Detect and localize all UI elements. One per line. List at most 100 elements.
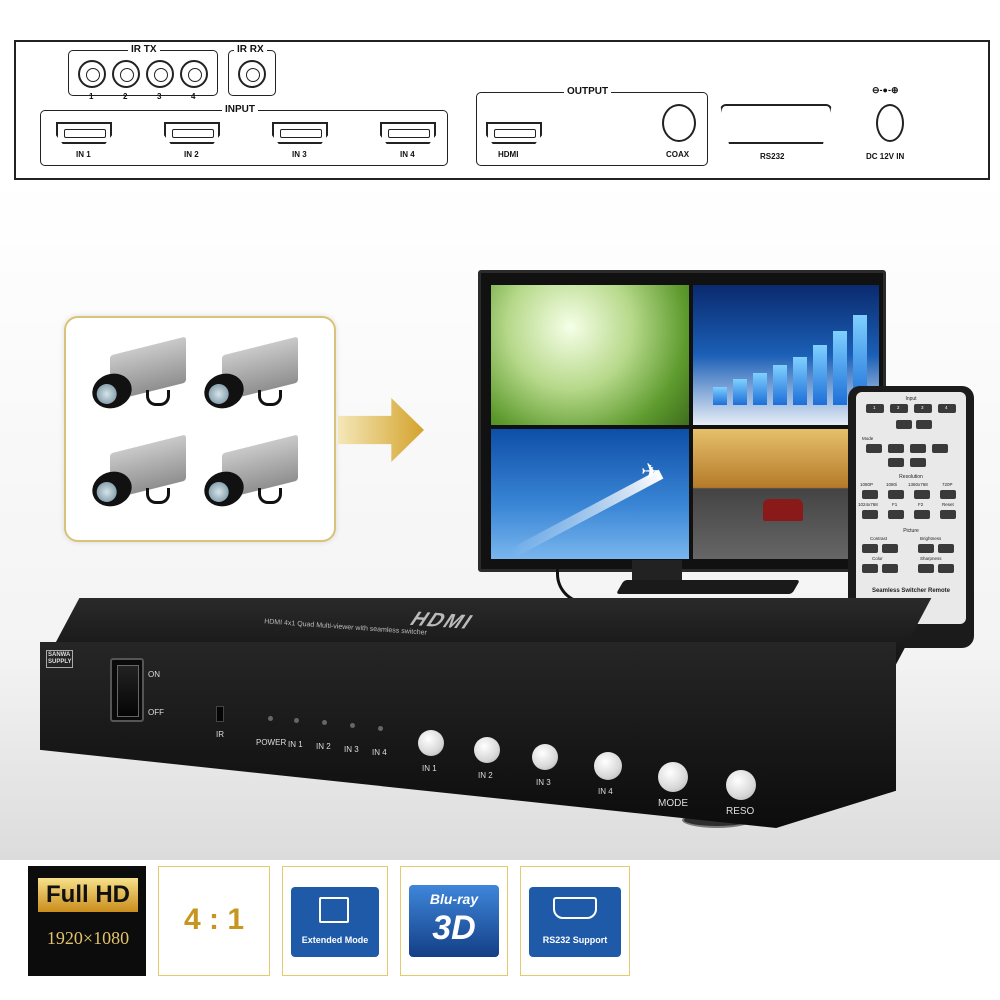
front-in4-label: IN 4 — [598, 787, 613, 796]
remote-next-button[interactable] — [916, 420, 932, 429]
remote-res-720p: 720P — [942, 482, 953, 487]
remote-key-4: 4 — [945, 405, 948, 410]
brand-line-1: SANWA — [48, 652, 71, 658]
ir-rx-title: IR RX — [234, 44, 267, 55]
camera-icon — [199, 434, 300, 512]
led-label-power: POWER — [256, 738, 287, 747]
ir-tx-label-3: 3 — [157, 92, 162, 101]
camera-sources-panel — [64, 316, 336, 542]
remote-contrast-down-button[interactable] — [862, 544, 878, 553]
bluray-3d-label: 3D — [432, 909, 476, 947]
front-in2-button[interactable] — [474, 737, 500, 763]
remote-mode-button-1[interactable] — [866, 444, 882, 453]
camera-icon — [87, 434, 188, 512]
front-in1-label: IN 1 — [422, 764, 437, 773]
input-label-1: IN 1 — [76, 150, 91, 159]
remote-picture-label: Picture — [903, 528, 919, 534]
remote-key-1: 1 — [873, 405, 876, 410]
remote-input-2-button[interactable] — [890, 404, 908, 413]
remote-color-up-button[interactable] — [882, 564, 898, 573]
rs232-port — [720, 104, 832, 144]
remote-key-2: 2 — [897, 405, 900, 410]
chart-image-quadrant — [693, 285, 879, 425]
remote-mode-button-5[interactable] — [888, 458, 904, 467]
remote-res-1360: 1360x768 — [908, 482, 928, 487]
rs232-connector-icon — [553, 897, 597, 919]
remote-res-1080p: 1080P — [860, 482, 874, 487]
remote-key-3: 3 — [921, 405, 924, 410]
remote-res-1080i-button[interactable] — [888, 490, 904, 499]
remote-resolution-label: Resolution — [899, 474, 923, 480]
brand-logo: SANWA SUPPLY — [46, 650, 74, 668]
remote-color-down-button[interactable] — [862, 564, 878, 573]
front-mode-label: MODE — [658, 798, 688, 809]
ir-tx-label-2: 2 — [123, 92, 128, 101]
switch-on-label: ON — [148, 670, 160, 679]
remote-f2-button[interactable] — [914, 510, 930, 519]
remote-prev-button[interactable] — [896, 420, 912, 429]
remote-input-1-button[interactable] — [866, 404, 884, 413]
airplane-icon: ✈ — [641, 459, 660, 484]
front-reso-button[interactable] — [726, 770, 756, 800]
remote-brightness-down-button[interactable] — [918, 544, 934, 553]
remote-res-1024: 1024x768 — [858, 502, 878, 507]
remote-reset-button[interactable] — [940, 510, 956, 519]
fullhd-badge: Full HD 1920×1080 — [28, 866, 146, 976]
remote-brightness-up-button[interactable] — [938, 544, 954, 553]
in2-led — [322, 720, 327, 725]
front-mode-button[interactable] — [658, 762, 688, 792]
remote-res-1080i: 1080i — [886, 482, 898, 487]
remote-mode-button-3[interactable] — [910, 444, 926, 453]
ir-tx-jack-1 — [78, 60, 106, 88]
remote-input-4-button[interactable] — [938, 404, 956, 413]
ir-sensor — [216, 706, 224, 722]
bluray-3d-badge: Blu-ray 3D — [400, 866, 508, 976]
ir-tx-label-1: 1 — [89, 92, 94, 101]
camera-icon — [87, 336, 188, 414]
front-in4-button[interactable] — [594, 752, 622, 780]
remote-res-1024-button[interactable] — [862, 510, 878, 519]
bluray-panel: Blu-ray 3D — [409, 885, 499, 957]
rs232-label: RS232 — [760, 152, 785, 161]
remote-res-1080p-button[interactable] — [862, 490, 878, 499]
remote-color-label: Color — [872, 556, 883, 561]
ir-tx-jack-2 — [112, 60, 140, 88]
ratio-text: 4 : 1 — [183, 903, 245, 936]
remote-sharpness-down-button[interactable] — [918, 564, 934, 573]
car-icon — [763, 499, 803, 521]
output-title: OUTPUT — [564, 86, 612, 97]
front-in3-button[interactable] — [532, 744, 558, 770]
extended-mode-panel: Extended Mode — [291, 887, 379, 957]
remote-f1-button[interactable] — [888, 510, 904, 519]
dc-label: DC 12V IN — [866, 152, 905, 161]
coax-port — [662, 104, 696, 142]
power-rocker-switch[interactable] — [110, 658, 144, 722]
extended-mode-badge: Extended Mode — [282, 866, 388, 976]
led-label-in3: IN 3 — [344, 745, 359, 754]
remote-mode-button-2[interactable] — [888, 444, 904, 453]
remote-mode-button-4[interactable] — [932, 444, 948, 453]
camera-icon — [199, 336, 300, 414]
remote-sharpness-up-button[interactable] — [938, 564, 954, 573]
input-label-4: IN 4 — [400, 150, 415, 159]
front-in2-label: IN 2 — [478, 771, 493, 780]
dc-power-jack — [876, 104, 904, 142]
front-in3-label: IN 3 — [536, 778, 551, 787]
front-in1-button[interactable] — [418, 730, 444, 756]
extended-mode-label: Extended Mode — [301, 935, 369, 945]
remote-res-1360-button[interactable] — [914, 490, 930, 499]
remote-res-f1: F1 — [892, 502, 898, 507]
led-label-in1: IN 1 — [288, 740, 303, 749]
output-coax-label: COAX — [666, 150, 690, 159]
rs232-panel: RS232 Support — [529, 887, 621, 957]
remote-contrast-up-button[interactable] — [882, 544, 898, 553]
input-title: INPUT — [222, 104, 258, 115]
remote-input-3-button[interactable] — [914, 404, 932, 413]
remote-mode-button-6[interactable] — [910, 458, 926, 467]
hdmi-input-port-1 — [56, 122, 112, 144]
remote-name: Seamless Switcher Remote — [871, 588, 951, 594]
input-label-2: IN 2 — [184, 150, 199, 159]
hdmi-input-port-3 — [272, 122, 328, 144]
rear-panel-diagram: IR TX 1 2 3 4 IR RX INPUT IN 1 IN 2 IN 3… — [14, 40, 990, 180]
remote-res-720p-button[interactable] — [940, 490, 956, 499]
